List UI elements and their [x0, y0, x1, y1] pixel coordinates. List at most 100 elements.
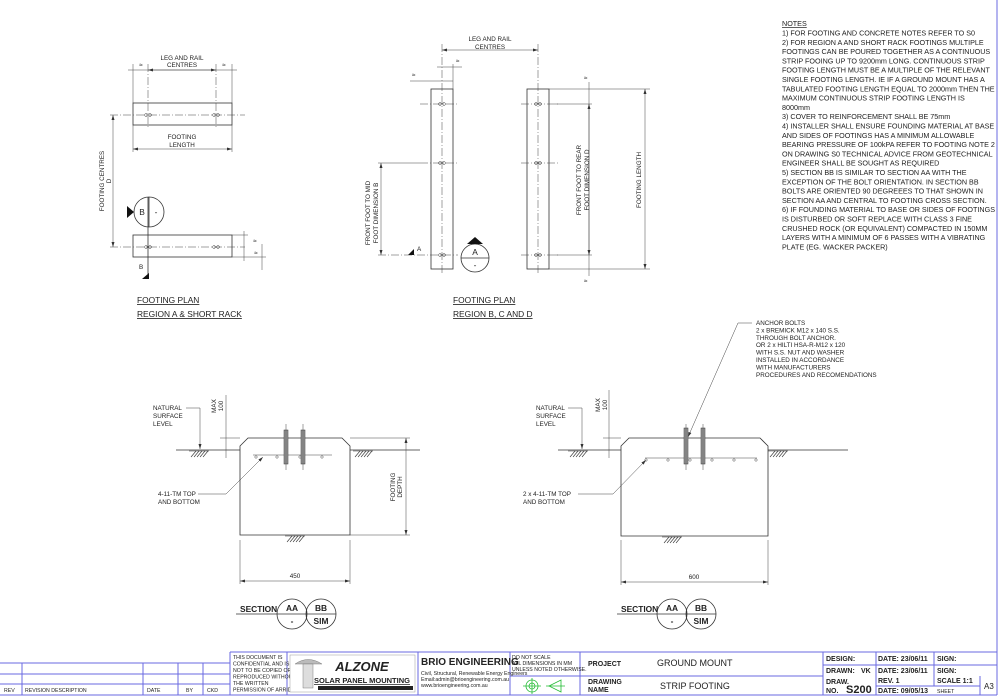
- footing-plan-region-a: ≈ ≈ LEG AND RAIL CENTRES FOOTING LENGTH …: [99, 55, 266, 319]
- text-line: REPRODUCED WITHOUT: [233, 675, 296, 681]
- text-line: EXCEPTION OF THE BOLT ORIENTATION. IN SE…: [782, 177, 979, 186]
- text-line: 6) IF FOUNDING MATERIAL TO BASE OR SIDES…: [782, 205, 995, 214]
- text-line: 1) FOR FOOTING AND CONCRETE NOTES REFER …: [782, 29, 975, 38]
- text-line: 2 x BREMICK M12 x 140 S.S.: [756, 327, 840, 334]
- text-line: SINGLE FOOTING LENGTH. IE IF A GROUND MO…: [782, 75, 985, 84]
- dim-label: D: [106, 178, 113, 183]
- text-line: TABULATED FOOTING LENGTH EQUAL TO 2000mm…: [782, 84, 995, 93]
- section-sheet: -: [155, 207, 158, 217]
- rev-header: REV: [4, 688, 15, 694]
- text-line: ANCHOR BOLTS: [756, 320, 805, 327]
- text-line: BOLTS ARE ORIENTED 90 DEGREEES TO THAT S…: [782, 187, 983, 196]
- section-arrow-icon: [127, 206, 134, 218]
- project-value: GROUND MOUNT: [657, 658, 733, 668]
- section-sheet: -: [291, 616, 294, 626]
- text-line: PROCEDURES AND RECOMENDATIONS: [756, 372, 877, 379]
- rev-header: REVISION DESCRIPTION: [25, 688, 87, 694]
- section-sheet: -: [474, 260, 477, 270]
- text-line: WITH S.S. NUT AND WASHER: [756, 350, 845, 357]
- drawn-date: DATE: 23/06/11: [878, 668, 928, 675]
- section-title: SECTION: [621, 604, 658, 614]
- draw-no-label: NO.: [826, 688, 839, 695]
- text-line: ON DRAWING S0 TECHNICAL ADVICE FROM GEOT…: [782, 149, 993, 158]
- rev-header: DATE: [147, 688, 161, 694]
- dim-approx: ≈: [253, 238, 257, 245]
- draw-no-label: DRAW.: [826, 679, 849, 686]
- scale-note: DO NOT SCALE: [512, 655, 551, 661]
- text-line: PLATE (EG. WACKER PACKER): [782, 242, 888, 251]
- text-line: FOOTING LENGTH MUST BE A MULTIPLE OF THE…: [782, 66, 991, 75]
- dim-approx: ≈: [584, 278, 588, 285]
- dim-approx: ≈: [584, 75, 588, 82]
- text-line: THIS DOCUMENT IS: [233, 655, 283, 661]
- dim-label: LENGTH: [169, 142, 195, 149]
- dim-label: 100: [218, 400, 225, 411]
- company-line: Email:admin@brioengineering.com.au: [421, 677, 509, 683]
- drawing-name-label: DRAWING: [588, 679, 622, 686]
- text-line: THE WRITTEN: [233, 681, 269, 687]
- section-sheet: SIM: [694, 616, 709, 626]
- section-letter: B: [139, 207, 145, 217]
- callout-label: 2 x 4-11-TM TOP: [523, 491, 571, 498]
- section-sheet: -: [671, 616, 674, 626]
- section-letter: A: [472, 247, 478, 257]
- drawing-name-label: NAME: [588, 687, 609, 694]
- text-line: WITH MANUFACTURERS: [756, 364, 831, 371]
- dim-label: FOOTING LENGTH: [636, 152, 643, 208]
- section-aa-region-a: MAX 100 NATURAL SURFACE LEVEL 4-11-TM TO…: [153, 395, 420, 630]
- notes-block: NOTES 1) FOR FOOTING AND CONCRETE NOTES …: [782, 19, 995, 251]
- dim-approx: ≈: [254, 250, 258, 257]
- dim-approx: ≈: [456, 58, 460, 65]
- text-line: MAXIMUM CONTINUOUS STRIP FOOTING LENGTH …: [782, 94, 965, 103]
- scale-note: ALL DIMENSIONS IN MM: [512, 661, 572, 667]
- dim-value: 600: [689, 574, 700, 581]
- revision: REV. 1: [878, 678, 900, 685]
- text-line: NOT TO BE COPIED OR: [233, 668, 291, 674]
- text-line: CONFIDENTIAL AND IS: [233, 662, 290, 668]
- dim-label: CENTRES: [167, 62, 197, 69]
- scale-note: UNLESS NOTED OTHERWISE.: [512, 667, 587, 673]
- company-name: BRIO ENGINEERING: [421, 657, 519, 668]
- company-line: Civil, Structural, Renewable Energy Engi…: [421, 671, 528, 677]
- text-line: 2) FOR REGION A AND SHORT RACK FOOTINGS …: [782, 38, 984, 47]
- text-line: BEARING PRESSURE OF 100kPA REFER TO FOOT…: [782, 140, 995, 149]
- footing-section: [239, 437, 351, 536]
- callout-label: NATURAL: [153, 405, 182, 412]
- callout-label: LEVEL: [153, 421, 173, 428]
- text-line: SECTION AA AND CENTRAL TO FOOTING CROSS …: [782, 196, 987, 205]
- dim-label: LEG AND RAIL: [468, 36, 512, 43]
- view-title: FOOTING PLAN: [137, 295, 199, 305]
- view-subtitle: REGION B, C AND D: [453, 309, 533, 319]
- cut-arrow-icon: [142, 273, 149, 279]
- rev-header: CKD: [207, 688, 218, 694]
- text-line: AND SIDES OF FOOTINGS HAS A MINIMUM ALLO…: [782, 131, 974, 140]
- sign-label: SIGN:: [937, 668, 956, 675]
- section-id: BB: [315, 603, 327, 613]
- text-line: CRUSHED ROCK (OR EQUIVALENT) COMPACTED I…: [782, 224, 987, 233]
- logo-tagline: The Simplest Way to Mount Solar Modules: [340, 686, 390, 690]
- footing-outline-top: [132, 102, 233, 126]
- text-line: LAYERS WITH A MINIMUM OF 6 PASSES WITH A…: [782, 233, 986, 242]
- dim-label: MAX: [211, 398, 218, 412]
- dim-label: FOOT DIMENSION D: [584, 149, 591, 211]
- draw-no: S200: [846, 684, 872, 696]
- third-angle-projection-icon: [523, 678, 565, 694]
- footing-outline-bottom: [132, 234, 233, 258]
- dim-label: FOOT DIMENSION B: [373, 183, 380, 244]
- callout-label: 4-11-TM TOP: [158, 491, 196, 498]
- text-line: STRIP FOOING UP TO 9200mm LONG. CONTINUO…: [782, 56, 985, 65]
- sign-label: SIGN:: [937, 656, 956, 663]
- callout-label: SURFACE: [536, 413, 566, 420]
- callout-label: NATURAL: [536, 405, 565, 412]
- text-line: ENGINEER SHALL BE SOUGHT AS REQUIRED: [782, 159, 939, 168]
- dim-approx: ≈: [222, 62, 226, 69]
- dim-label: FRONT FOOT TO MID: [365, 180, 372, 245]
- dim-label: FOOTING: [390, 473, 397, 502]
- callout-label: SURFACE: [153, 413, 183, 420]
- design-label: DESIGN:: [826, 656, 855, 663]
- alzone-logo: ALZONE SOLAR PANEL MOUNTING The Simplest…: [289, 654, 416, 693]
- design-date: DATE: 23/06/11: [878, 656, 928, 663]
- rev-header: BY: [186, 688, 193, 694]
